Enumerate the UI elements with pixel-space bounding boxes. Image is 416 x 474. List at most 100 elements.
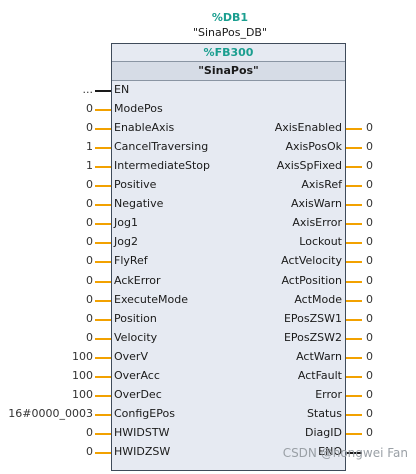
output-value[interactable]: 0 <box>366 197 373 211</box>
output-wire <box>346 242 362 245</box>
input-wire <box>95 299 111 302</box>
eno-wire <box>346 451 362 454</box>
input-value[interactable]: 100 <box>72 368 93 382</box>
input-wire <box>95 375 111 378</box>
output-pin-label: AxisPosOk <box>285 140 342 154</box>
input-value[interactable]: 0 <box>86 330 93 344</box>
input-value[interactable]: 100 <box>72 387 93 401</box>
output-value[interactable]: 0 <box>366 254 373 268</box>
function-block[interactable]: %FB300 "SinaPos" <box>111 43 346 471</box>
output-pin-label: EPosZSW1 <box>283 311 342 325</box>
output-value[interactable]: 0 <box>366 368 373 382</box>
input-pin-label: FlyRef <box>114 254 148 268</box>
input-pin-label: OverDec <box>114 387 162 401</box>
input-pin-label: OverAcc <box>114 368 160 382</box>
output-value[interactable]: 0 <box>366 216 373 230</box>
output-value[interactable]: 0 <box>366 425 373 439</box>
input-value[interactable]: 0 <box>86 102 93 116</box>
input-wire <box>95 432 111 435</box>
output-pin-label: Lockout <box>299 235 342 249</box>
input-value[interactable]: 0 <box>86 273 93 287</box>
output-value[interactable]: 0 <box>366 387 373 401</box>
output-wire <box>346 223 362 226</box>
output-pin-label: AxisSpFixed <box>276 159 342 173</box>
output-pin-label: Error <box>315 387 342 401</box>
input-pin-label: Jog1 <box>114 216 138 230</box>
input-value[interactable]: 100 <box>72 349 93 363</box>
input-pin-label: OverV <box>114 349 148 363</box>
input-pin-label: Positive <box>114 178 157 192</box>
input-wire <box>95 413 111 416</box>
input-value[interactable]: 0 <box>86 425 93 439</box>
input-pin-label: HWIDZSW <box>114 444 171 458</box>
input-pin-label: AckError <box>114 273 161 287</box>
output-pin-label: ActFault <box>297 368 342 382</box>
input-pin-label: CancelTraversing <box>114 140 209 154</box>
input-value[interactable]: 0 <box>86 444 93 458</box>
input-pin-label: ConfigEPos <box>114 406 175 420</box>
output-wire <box>346 204 362 207</box>
fb-name: %FB300 <box>203 46 254 59</box>
output-pin-label: AxisEnabled <box>274 121 342 135</box>
input-wire <box>95 204 111 207</box>
input-wire <box>95 280 111 283</box>
db-instance-title: "SinaPos_DB" <box>192 26 268 39</box>
output-wire <box>346 299 362 302</box>
output-value[interactable]: 0 <box>366 235 373 249</box>
output-value[interactable]: 0 <box>366 159 373 173</box>
output-wire <box>346 166 362 169</box>
output-wire <box>346 128 362 131</box>
watermark: CSDN @hongwei Fan <box>282 446 408 460</box>
input-pin-label: ExecuteMode <box>114 292 188 306</box>
output-value[interactable]: 0 <box>366 311 373 325</box>
input-value[interactable]: 16#0000_0003 <box>8 406 93 420</box>
input-value[interactable]: 0 <box>86 254 93 268</box>
input-value[interactable]: 1 <box>86 140 93 154</box>
output-pin-label: ENO <box>318 444 342 458</box>
output-wire <box>346 337 362 340</box>
output-wire <box>346 413 362 416</box>
output-pin-label: ActMode <box>294 292 342 306</box>
input-wire <box>95 147 111 150</box>
output-value[interactable]: 0 <box>366 140 373 154</box>
input-wire <box>95 451 111 454</box>
input-value[interactable]: 0 <box>86 311 93 325</box>
db-instance-name: %DB1 <box>211 11 249 24</box>
input-pin-label: Negative <box>114 197 164 211</box>
output-wire <box>346 356 362 359</box>
output-value[interactable]: 0 <box>366 178 373 192</box>
output-pin-label: ActPosition <box>281 273 342 287</box>
input-value[interactable]: 0 <box>86 121 93 135</box>
output-wire <box>346 394 362 397</box>
output-value[interactable]: 0 <box>366 349 373 363</box>
output-pin-label: ActVelocity <box>281 254 342 268</box>
input-value[interactable]: ... <box>82 83 94 96</box>
input-value[interactable]: 0 <box>86 235 93 249</box>
output-value[interactable]: 0 <box>366 292 373 306</box>
input-pin-label: ModePos <box>114 102 163 116</box>
output-value[interactable]: 0 <box>366 121 373 135</box>
output-wire <box>346 432 362 435</box>
en-wire <box>95 90 111 92</box>
input-value[interactable]: 0 <box>86 197 93 211</box>
input-value[interactable]: 0 <box>86 216 93 230</box>
input-pin-label: IntermediateStop <box>114 159 210 173</box>
input-wire <box>95 109 111 112</box>
output-pin-label: AxisError <box>292 216 342 230</box>
output-wire <box>346 185 362 188</box>
fb-title: "SinaPos" <box>112 61 345 81</box>
output-pin-label: Status <box>306 406 342 420</box>
input-value[interactable]: 0 <box>86 292 93 306</box>
output-value[interactable]: 0 <box>366 273 373 287</box>
input-value[interactable]: 0 <box>86 178 93 192</box>
output-value[interactable]: 0 <box>366 330 373 344</box>
output-pin-label: DiagID <box>305 425 342 439</box>
output-wire <box>346 318 362 321</box>
output-value[interactable]: 0 <box>366 406 373 420</box>
input-value[interactable]: 1 <box>86 159 93 173</box>
output-pin-label: AxisWarn <box>290 197 342 211</box>
output-pin-label: ActWarn <box>296 349 342 363</box>
output-wire <box>346 280 362 283</box>
input-pin-label: HWIDSTW <box>114 425 170 439</box>
output-wire <box>346 375 362 378</box>
